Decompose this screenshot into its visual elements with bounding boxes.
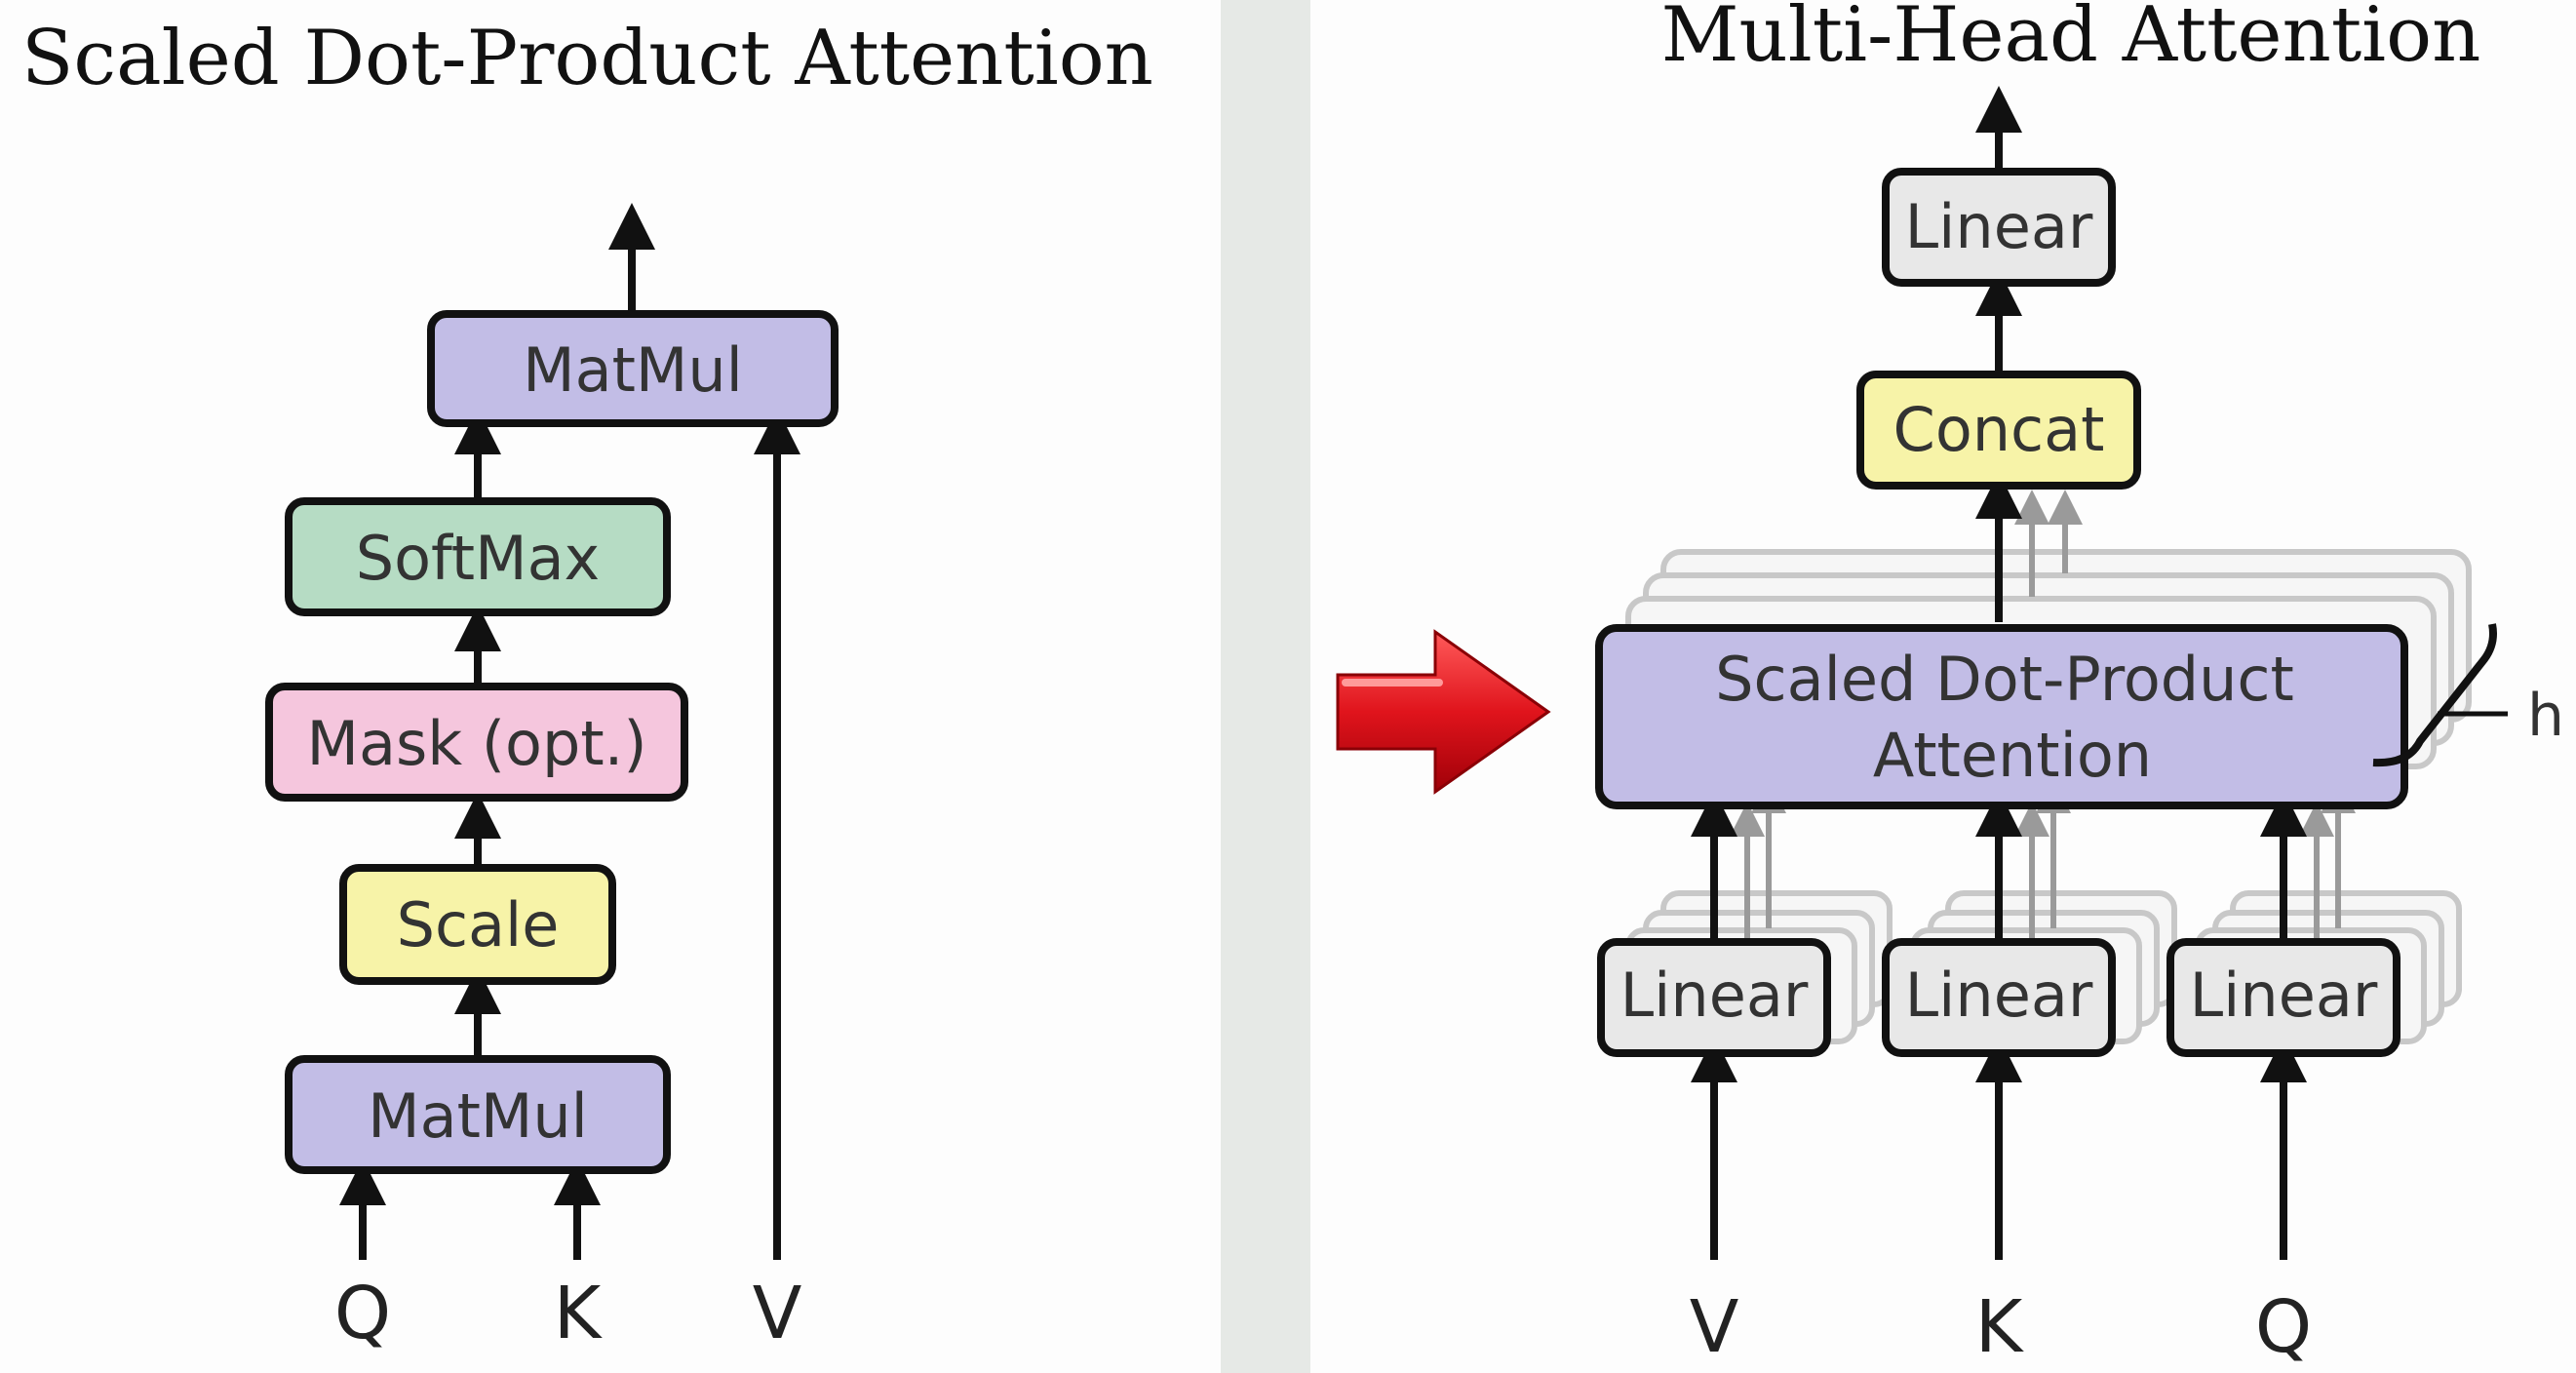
linear-out-label: Linear [1905,191,2093,262]
left-input-v: V [753,1272,802,1355]
matmul-top-label: MatMul [523,334,743,406]
scale-label: Scale [397,889,560,961]
linear-k-label: Linear [1905,960,2093,1031]
pointer-arrow-icon [1336,629,1551,795]
softmax-label: SoftMax [356,523,601,594]
linear-out-block: Linear [1882,168,2116,287]
softmax-block: SoftMax [285,497,671,616]
matmul-bottom-block: MatMul [285,1055,671,1174]
mask-block: Mask (opt.) [265,683,688,802]
linear-q-label: Linear [2190,960,2378,1031]
linear-v-block: Linear [1597,938,1831,1057]
linear-q-block: Linear [2166,938,2400,1057]
panel-divider [1221,0,1310,1373]
linear-k-block: Linear [1882,938,2116,1057]
left-input-k: K [554,1272,604,1355]
scaled-dot-product-attention-block: Scaled Dot-Product Attention [1595,624,2408,809]
left-panel-title: Scaled Dot-Product Attention [21,15,1153,102]
heads-label: h [2527,682,2564,750]
left-input-q: Q [334,1272,391,1355]
ghost-head-arrows [1730,490,2356,950]
right-panel-title: Multi-Head Attention [1661,0,2481,79]
concat-label: Concat [1893,394,2105,465]
concat-block: Concat [1856,371,2141,490]
right-input-q: Q [2255,1285,2312,1369]
scale-block: Scale [339,864,616,985]
attention-label-line1: Scaled Dot-Product [1715,644,2294,715]
attention-label-line2: Attention [1873,720,2152,791]
heads-brace [2372,623,2508,767]
mask-label: Mask (opt.) [306,708,646,779]
linear-v-label: Linear [1620,960,1809,1031]
right-input-v: V [1690,1285,1739,1369]
matmul-top-block: MatMul [427,310,839,427]
matmul-bottom-label: MatMul [368,1080,588,1152]
right-input-k: K [1975,1285,2025,1369]
